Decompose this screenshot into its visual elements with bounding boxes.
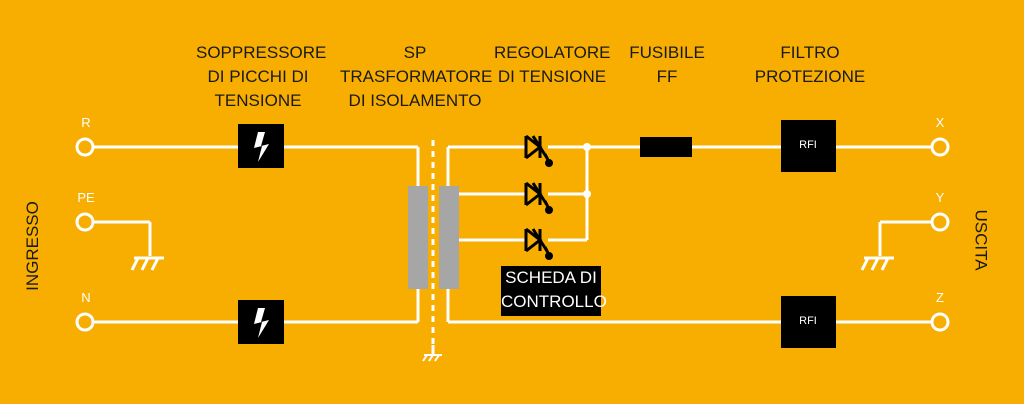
terminal-circle-icon — [930, 137, 950, 157]
terminal-circle-icon — [930, 212, 950, 232]
ground-icon — [130, 256, 164, 271]
regulator-label-line: REGOLATORE — [494, 43, 611, 62]
terminal-circle-icon — [75, 212, 95, 232]
transformer-primary-core — [408, 186, 428, 289]
fuse-label-line: FUSIBILE — [629, 43, 705, 62]
rfi-label-bottom: RFI — [799, 315, 817, 327]
terminal-label-z: Z — [936, 290, 944, 305]
filter-label-line: PROTEZIONE — [754, 67, 866, 86]
terminal-circle-icon — [75, 137, 95, 157]
fuse-label: FUSIBILE FF — [622, 41, 712, 89]
input-side-label: INGRESSO — [22, 201, 42, 291]
control-board-line: CONTROLLO — [501, 292, 607, 311]
output-side-label: USCITA — [971, 209, 991, 271]
regulator-label-line: DI TENSIONE — [497, 67, 607, 86]
junction-dot — [583, 190, 591, 198]
rfi-label-top: RFI — [799, 139, 817, 151]
transformer-label-line: SP — [403, 43, 427, 62]
thyristor-icon — [524, 227, 553, 260]
thyristor-icon — [524, 181, 553, 214]
filter-label: FILTRO PROTEZIONE — [750, 41, 870, 89]
transformer-label-line: TRASFORMATORE — [340, 67, 493, 86]
fuse-label-line: FF — [656, 67, 678, 86]
surge-suppressor-top — [238, 124, 284, 168]
terminal-label-n: N — [81, 290, 91, 305]
transformer-secondary-core — [439, 186, 459, 289]
control-board-line: SCHEDA DI — [505, 268, 597, 287]
suppressor-label-line: SOPPRESSORE — [196, 43, 327, 62]
lightning-icon — [254, 308, 269, 338]
suppressor-label-line: TENSIONE — [214, 91, 302, 110]
terminal-label-x: X — [935, 115, 945, 130]
rfi-filter-top — [781, 120, 836, 172]
fuse-block — [640, 137, 692, 157]
filter-label-line: FILTRO — [780, 43, 840, 62]
transformer-label: SP TRASFORMATORE DI ISOLAMENTO — [340, 41, 493, 113]
rfi-filter-bottom — [781, 296, 836, 348]
suppressor-label-line: DI PICCHI DI — [207, 67, 309, 86]
regulator-label: REGOLATORE DI TENSIONE — [494, 41, 611, 89]
control-board: SCHEDA DI CONTROLLO — [501, 266, 607, 316]
junction-dot — [583, 143, 591, 151]
surge-suppressor-bottom — [238, 300, 284, 344]
transformer-label-line: DI ISOLAMENTO — [348, 91, 482, 110]
ground-icon — [860, 256, 894, 271]
terminal-label-y: Y — [935, 190, 945, 205]
terminal-circle-icon — [930, 312, 950, 332]
ground-icon — [422, 354, 442, 362]
terminal-label-r: R — [81, 115, 91, 130]
suppressor-label: SOPPRESSORE DI PICCHI DI TENSIONE — [196, 41, 327, 113]
thyristor-icon — [524, 134, 553, 167]
terminal-circle-icon — [75, 312, 95, 332]
wires — [94, 140, 932, 355]
terminal-label-pe: PE — [77, 190, 95, 205]
lightning-icon — [254, 132, 269, 162]
